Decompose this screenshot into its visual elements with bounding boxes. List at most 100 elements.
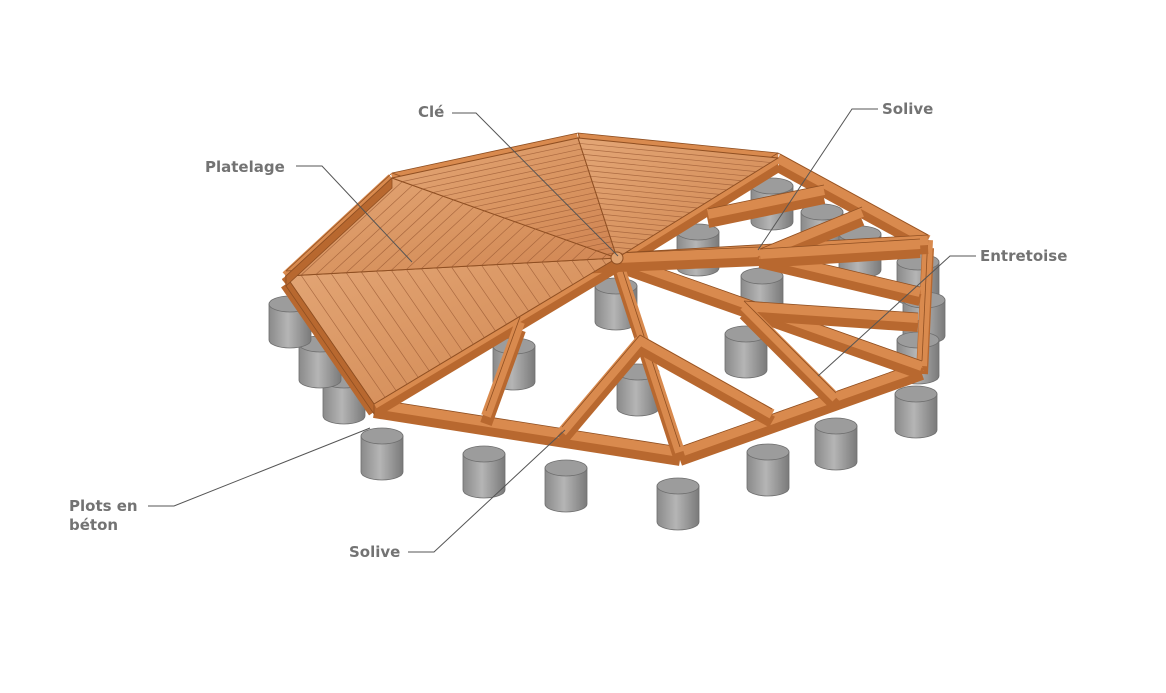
deck-plank-line xyxy=(541,239,567,263)
deck-plank-line xyxy=(581,148,764,168)
beam-top xyxy=(706,185,826,219)
beam-edge xyxy=(577,132,779,154)
beam-side xyxy=(557,344,645,444)
deck-plank-line xyxy=(579,143,771,163)
deck-plank-line xyxy=(586,259,596,272)
deck-plank-line xyxy=(406,269,463,352)
beam-side xyxy=(637,342,775,428)
joist-or-blocking xyxy=(759,238,921,268)
deck-plank-line xyxy=(597,197,698,209)
deck-plank-line xyxy=(376,199,454,272)
deck-plank-line xyxy=(601,258,607,265)
pier-body xyxy=(544,467,588,513)
beam-top xyxy=(373,399,681,457)
beam-top xyxy=(481,320,525,418)
deck-plank-line xyxy=(526,262,552,299)
perimeter-beam xyxy=(775,152,931,254)
deck-plank-line xyxy=(601,254,608,260)
deck-plank-line xyxy=(406,206,475,270)
deck-plank-line xyxy=(526,235,556,264)
beam-edge xyxy=(639,334,773,410)
perimeter-beam xyxy=(677,360,925,466)
deck-plank-line xyxy=(611,241,639,245)
deck-plank-line xyxy=(330,273,408,385)
deck-plank-line xyxy=(555,224,607,237)
leader-cle xyxy=(452,112,619,257)
pier-body xyxy=(656,485,700,531)
deck-plank-line xyxy=(345,272,419,378)
concrete-pier xyxy=(894,385,938,439)
deck-plank-line xyxy=(496,228,536,265)
deck-plank-line xyxy=(432,159,586,193)
beam-edge xyxy=(391,132,579,174)
joist-or-blocking xyxy=(739,300,841,411)
deck-plank-line xyxy=(402,143,580,182)
deck-plank-line xyxy=(590,175,727,191)
deck-plank-line xyxy=(391,270,452,358)
deck-plank-line xyxy=(585,159,749,177)
deck-plank-line xyxy=(571,260,585,279)
beam-side xyxy=(739,309,841,411)
deck-plank-line xyxy=(496,264,529,312)
deck-plank-line xyxy=(315,274,397,391)
deck-plank-line xyxy=(514,203,600,222)
deck-plank-line xyxy=(473,181,593,208)
deck-plank-line xyxy=(565,230,609,241)
label-cle: Clé xyxy=(418,103,445,121)
beam-side xyxy=(743,308,919,332)
beam-top xyxy=(678,361,924,457)
joist-or-blocking xyxy=(480,316,526,427)
leader-solive-top xyxy=(757,108,878,251)
deck-plank-line xyxy=(576,235,610,244)
deck-plank-line xyxy=(504,197,598,219)
deck-plank-line xyxy=(596,246,614,252)
label-plots-en-beton: Plots en béton xyxy=(69,497,138,535)
beam-top xyxy=(743,301,919,323)
deck-plank-line xyxy=(583,154,757,172)
leader-lines xyxy=(148,108,976,553)
deck-sector xyxy=(577,137,780,259)
pier-top xyxy=(462,445,506,463)
deck-plank-line xyxy=(375,270,441,365)
deck-plank-line xyxy=(300,274,386,398)
deck-plank-line xyxy=(511,263,540,305)
beam-side xyxy=(759,246,921,268)
deck-plank-line xyxy=(463,175,591,204)
deck-plank-line xyxy=(601,208,683,218)
deck-plank-line xyxy=(483,186,595,212)
joist-or-blocking xyxy=(637,334,775,428)
beam-edge xyxy=(777,152,929,236)
deck-plank-line xyxy=(609,235,647,241)
deck-plank-line xyxy=(466,221,515,267)
leader-plots xyxy=(148,427,371,507)
deck-plank-line xyxy=(545,219,605,233)
pier-body xyxy=(360,435,404,481)
label-plots-line1: Plots en xyxy=(69,497,138,515)
beam-edge xyxy=(485,316,521,412)
beam-edge xyxy=(921,234,929,362)
deck-plank-line xyxy=(391,203,464,271)
deck-plank-line xyxy=(451,266,496,332)
beam-top xyxy=(775,153,931,245)
deck-sector xyxy=(390,137,618,259)
deck-plank-line xyxy=(613,246,632,250)
deck-plank-line xyxy=(595,192,705,204)
leader-entretoise xyxy=(817,255,976,377)
deck-plank-line xyxy=(593,186,713,200)
pier-top xyxy=(814,417,858,435)
deck-plank-line xyxy=(571,246,587,261)
deck-plank-line xyxy=(453,170,589,201)
deck-plank-line xyxy=(345,192,434,273)
deck-plank-line xyxy=(330,188,423,274)
beam-side xyxy=(370,260,621,418)
deck-plank-line xyxy=(436,214,495,269)
pier-body xyxy=(894,393,938,439)
deck-plank-line xyxy=(466,265,507,325)
pier-body xyxy=(746,451,790,497)
beam-edge xyxy=(707,184,825,210)
deck-plank-line xyxy=(586,241,612,248)
deck-plank-line xyxy=(421,268,474,345)
concrete-pier xyxy=(724,325,768,379)
leader-solive-bottom xyxy=(408,429,566,553)
deck-plank-line xyxy=(604,219,669,227)
